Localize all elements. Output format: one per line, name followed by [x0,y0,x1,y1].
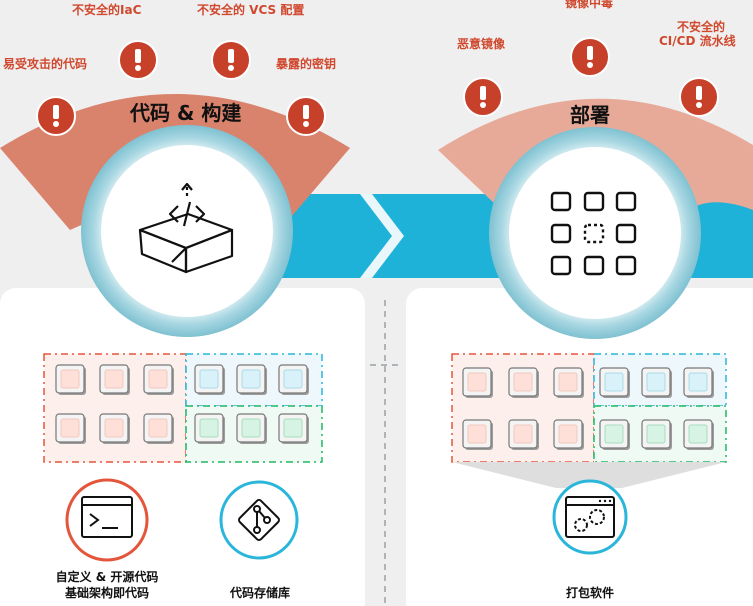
caption-custom-code: 自定义 & 开源代码 基础架构即代码 [40,569,174,601]
risk-label-malicious-image: 恶意镜像 [457,37,506,51]
risk-label-vulnerable-code: 易受攻击的代码 [3,57,88,71]
caption-packaged-software: 打包软件 [565,586,614,600]
module-tile [143,413,174,444]
exclamation-icon [211,40,251,80]
module-tile [194,413,225,444]
module-tile [553,419,584,450]
risk-label-insecure-vcs: 不安全的 VCS 配置 [197,3,305,17]
caption-line: 基础架构即代码 [64,586,149,600]
stage-circle-code-build [81,125,293,337]
git-icon [219,480,299,560]
exclamation-icon [36,96,76,136]
module-tile [462,367,493,398]
module-tile [236,413,267,444]
caption-line: 自定义 & 开源代码 [55,570,159,584]
risk-label-insecure: 不安全的 [677,20,726,34]
stage-title-deploy: 部署 [570,103,610,127]
terminal-icon [65,478,149,562]
risk-markers [36,37,719,136]
risk-label-image-poisoning: 镜像中毒 [565,0,614,10]
module-tile [508,367,539,398]
module-tile [683,367,714,398]
stage-circle-deploy [489,127,701,339]
caption-code-repo: 代码存储库 [229,586,290,600]
module-tile [553,367,584,398]
module-tile [55,413,86,444]
risk-label-cicd-pipeline: CI/CD 流水线 [659,34,736,48]
stage-title-code-build: 代码 & 构建 [130,101,242,125]
module-tile [641,419,672,450]
module-tile [194,364,225,395]
module-tile [55,364,86,395]
exclamation-icon [118,40,158,80]
exclamation-icon [286,96,326,136]
module-tile [641,367,672,398]
module-tile [278,364,309,395]
module-tile [599,367,630,398]
module-tile [462,419,493,450]
module-tile [278,413,309,444]
code-box-icon [138,182,234,274]
package-gears-icon [552,479,628,555]
module-tile [99,413,130,444]
risk-label-exposed-secrets: 暴露的密钥 [276,57,337,71]
exclamation-icon [570,37,610,77]
module-tiles [55,364,714,450]
exclamation-icon [679,77,719,117]
module-tile [683,419,714,450]
module-tile [508,419,539,450]
risk-label-insecure-iac: 不安全的IaC [72,3,142,17]
exclamation-icon [463,77,503,117]
module-tile [236,364,267,395]
module-tile [99,364,130,395]
module-tile [599,419,630,450]
funnel-shape [452,462,726,488]
apps-grid-icon [550,191,637,276]
module-tile [143,364,174,395]
